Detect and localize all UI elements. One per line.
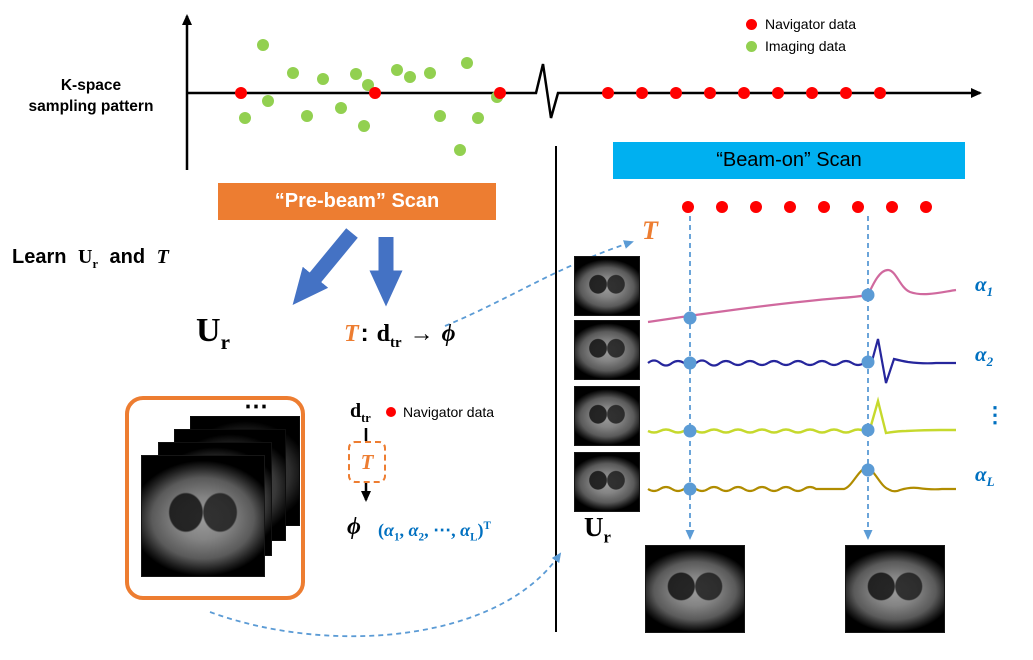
- alpha-vdots-label: ⋮: [984, 402, 1006, 427]
- sample-point-dots: [683, 288, 875, 496]
- kspace-navigator-dots: [235, 87, 886, 99]
- navigator-dot-icon: [386, 407, 396, 417]
- t-transfer-dashed-arrow: [444, 240, 634, 327]
- mini-legend-label: Navigator data: [403, 404, 495, 420]
- reconstructed-mri-image-1: [645, 545, 745, 633]
- prebeam-arrow-left: [292, 228, 358, 306]
- ur-symbol: Ur: [196, 312, 230, 354]
- kspace-label-line2: sampling pattern: [28, 97, 154, 115]
- learn-and: and: [109, 246, 146, 268]
- training-mri-image-1: [141, 455, 265, 577]
- legend-item-navigator: Navigator data: [746, 13, 856, 35]
- basis-mri-image-2: [574, 320, 640, 380]
- imaging-dot-icon: [746, 40, 757, 52]
- mini-navigator-legend: Navigator data: [386, 404, 494, 420]
- learn-prefix: Learn: [12, 246, 67, 268]
- legend-item-imaging: Imaging data: [746, 35, 856, 57]
- alphaL-label: αL: [975, 462, 995, 490]
- learn-t: T: [156, 246, 169, 268]
- legend-label-imaging: Imaging data: [765, 38, 846, 54]
- phi-symbol: ϕ: [441, 321, 456, 347]
- t-mapping-expression: T:dtr→ϕ: [344, 320, 456, 351]
- legend: Navigator data Imaging data: [746, 13, 856, 57]
- ur-transfer-dashed-arrow: [209, 552, 562, 638]
- maps-to-arrow: →: [409, 320, 434, 347]
- dtr-symbol: dtr: [376, 321, 402, 351]
- prebeam-scan-banner: “Pre-beam” Scan: [218, 183, 496, 220]
- reconstructed-mri-image-2: [845, 545, 945, 633]
- alpha2-label: α2: [975, 342, 994, 370]
- stack-ellipsis: ⋯: [244, 393, 268, 420]
- kspace-label-line1: K-space: [60, 77, 122, 94]
- beamon-scan-banner: “Beam-on” Scan: [613, 142, 965, 179]
- alpha1-label: α1: [975, 272, 994, 300]
- t-operator-box: T: [348, 441, 386, 483]
- basis-mri-image-1: [574, 256, 640, 316]
- t-operator-symbol: T: [360, 449, 374, 474]
- navigator-dot-icon: [746, 18, 757, 30]
- mini-phi-symbol: ϕ: [347, 514, 361, 540]
- mini-dtr-symbol: dtr: [350, 400, 371, 425]
- basis-mri-image-3: [574, 386, 640, 446]
- beamon-navigator-dots: [682, 201, 932, 213]
- alpha-vector: (α1, α2, ⋯, αL)T: [378, 520, 491, 544]
- learn-caption: Learn Ur and T: [12, 246, 169, 272]
- learn-ur: Ur: [78, 246, 98, 271]
- basis-mri-image-4: [574, 452, 640, 512]
- right-ur-symbol: Ur: [584, 512, 611, 547]
- t-symbol: T: [344, 321, 359, 347]
- legend-label-navigator: Navigator data: [765, 16, 857, 32]
- right-t-symbol: T: [642, 216, 658, 245]
- kspace-axis-label: K-space sampling pattern: [4, 76, 178, 118]
- kspace-wiggle: [527, 63, 564, 119]
- imaging-data-dots: [239, 39, 503, 156]
